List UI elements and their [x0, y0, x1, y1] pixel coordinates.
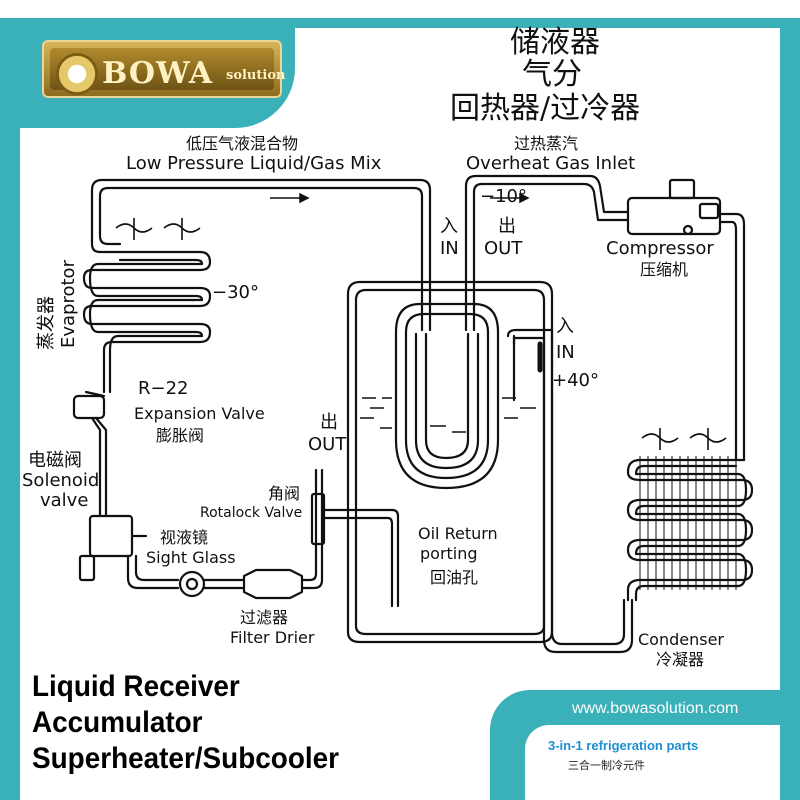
label-condenser-en: Condenser: [638, 630, 724, 649]
label-condenser-cn: 冷凝器: [656, 650, 705, 669]
label-sight-en: Sight Glass: [146, 548, 236, 567]
sight-glass-body: [178, 570, 206, 598]
label-expansion-cn: 膨胀阀: [156, 426, 205, 445]
label-solenoid-cn: 电磁阀: [28, 450, 82, 471]
receiver-tank-inner: [354, 288, 546, 636]
label-out-en-2: OUT: [308, 434, 347, 455]
pipe-overheat-inner: [472, 182, 630, 332]
liquid-level-marks: [360, 397, 536, 433]
pipe-overheat-outer: [464, 174, 630, 332]
footer-title-1: Liquid Receiver: [32, 670, 240, 703]
label-rotalock-en: Rotalock Valve: [200, 505, 303, 521]
frame-left-bar: [0, 18, 20, 800]
condenser-fins: [639, 456, 737, 590]
label-in-en-2: IN: [556, 342, 575, 363]
parts-tagline-en: 3-in-1 refrigeration parts: [548, 738, 699, 753]
logo-sub: solution: [226, 68, 286, 83]
header-cn-line2: 气分: [522, 57, 582, 92]
label-overheat-cn: 过热蒸汽: [514, 134, 579, 153]
label-evaporator-en: Evaprotor: [58, 260, 79, 348]
logo-emblem-icon: [56, 53, 98, 95]
pipe-low-pressure-outer: [90, 178, 432, 332]
label-low-pressure-en: Low Pressure Liquid/Gas Mix: [126, 153, 382, 174]
label-in-cn-2: 入: [556, 316, 574, 337]
evaporator-coil-inner: [88, 258, 204, 394]
label-temp-minus30: −30°: [212, 282, 259, 303]
flow-arrows: [270, 192, 530, 204]
label-temp-plus40: +40°: [552, 370, 599, 391]
footer-title-2: Accumulator: [32, 706, 203, 739]
evaporator-coil: [82, 250, 212, 394]
label-overheat-en: Overheat Gas Inlet: [466, 153, 636, 174]
label-compressor-cn: 压缩机: [640, 260, 689, 279]
label-in-en-1: IN: [440, 238, 459, 259]
label-r22: R−22: [138, 378, 189, 399]
frame-top-band: [0, 18, 800, 28]
header-cn-line1: 储液器: [510, 25, 600, 60]
expansion-valve-body: [72, 394, 106, 420]
pipe-discharge-inner: [718, 220, 738, 462]
evaporator-fan-icon-2: [163, 218, 201, 240]
label-expansion-en: Expansion Valve: [134, 404, 265, 423]
label-evaporator-cn: 蒸发器: [36, 296, 57, 350]
label-sight-cn: 视液镜: [160, 528, 209, 547]
evaporator-fan-icon-1: [115, 218, 153, 240]
pipe-low-pressure-inner: [98, 186, 424, 332]
bowa-logo: BOWA solution: [42, 40, 286, 98]
u-tube-mid: [404, 312, 490, 480]
condenser-fan-icon-2: [689, 428, 727, 450]
label-filter-en: Filter Drier: [230, 628, 315, 647]
label-out-cn-1: 出: [498, 216, 516, 237]
receiver-tank-outer: [346, 280, 554, 644]
label-low-pressure-cn: 低压气液混合物: [186, 134, 299, 153]
label-out-en-1: OUT: [484, 238, 523, 259]
pipe-liquid-inner: [134, 554, 180, 582]
condenser-coil: [626, 458, 754, 602]
u-tube-outer: [394, 302, 500, 490]
frame-right-bar: [780, 18, 800, 800]
label-rotalock-cn: 角阀: [268, 484, 301, 503]
solenoid-valve-body: [88, 514, 134, 558]
label-filter-cn: 过滤器: [240, 608, 289, 627]
label-oil-en2: porting: [420, 544, 478, 563]
website-link[interactable]: www.bowasolution.com: [572, 700, 739, 717]
footer-title-3: Superheater/Subcooler: [32, 742, 339, 775]
label-out-cn-2: 出: [320, 412, 338, 433]
pipe-liquid-outer: [126, 554, 180, 590]
header-cn-line3: 回热器/过冷器: [450, 91, 641, 126]
frame-bottom-right-inner: [525, 725, 780, 800]
fan-icons: [115, 218, 727, 450]
label-temp-minus10: −10°: [480, 186, 527, 207]
pipe-hot-inlet: [506, 328, 542, 338]
label-oil-en1: Oil Return: [418, 524, 498, 543]
label-solenoid-en1: Solenoid: [22, 470, 100, 491]
label-compressor-en: Compressor: [606, 238, 714, 259]
logo-word: BOWA: [102, 56, 214, 91]
label-in-cn-1: 入: [440, 216, 458, 237]
u-tube-inner: [414, 332, 480, 470]
filter-drier-body: [242, 568, 304, 600]
condenser-fan-icon-1: [641, 428, 679, 450]
pipe-discharge-outer: [718, 212, 746, 462]
label-oil-cn: 回油孔: [430, 568, 479, 587]
parts-tagline-cn: 三合一制冷元件: [568, 759, 645, 772]
label-solenoid-en2: valve: [40, 490, 89, 511]
